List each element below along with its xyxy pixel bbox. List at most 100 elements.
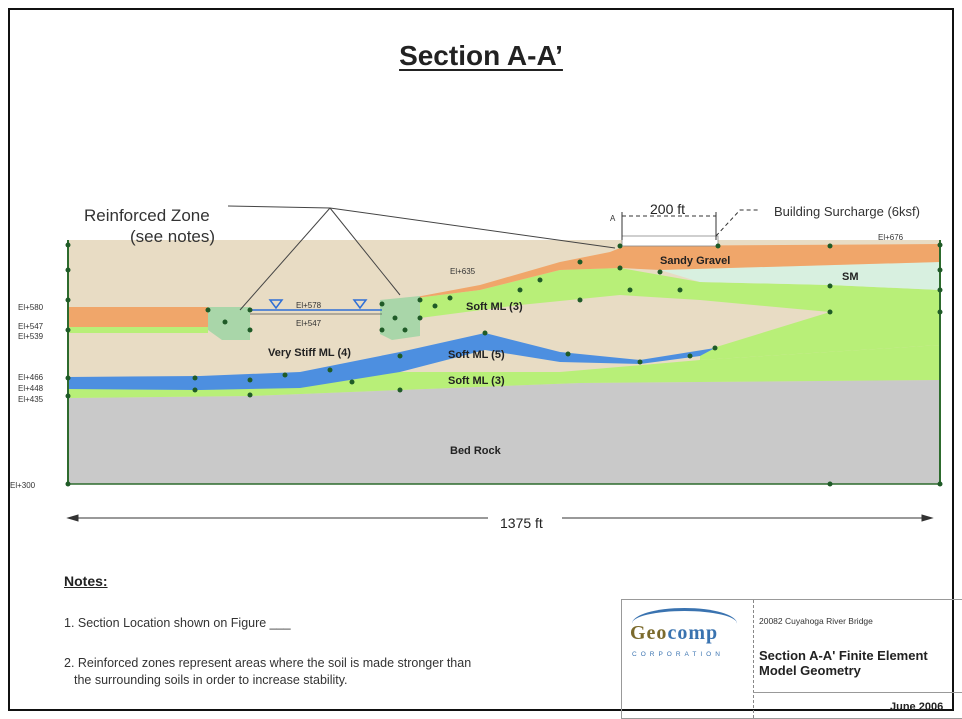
elevation-label: El+435 [18, 395, 44, 404]
node [827, 309, 833, 315]
soft-ml-top-label: Soft ML (3) [466, 301, 523, 313]
dim-1375-arrow-left [66, 514, 79, 522]
node [379, 327, 385, 333]
node [65, 393, 71, 399]
dim-1375-arrow-right [921, 514, 934, 522]
drawing-date: June 2006 [890, 701, 944, 713]
soft-ml-upper-layer [400, 268, 940, 322]
node [247, 377, 253, 383]
building-surcharge-block [621, 235, 719, 247]
elevation-label: El+539 [18, 332, 44, 341]
node [617, 265, 623, 271]
page-frame [8, 8, 954, 711]
node [937, 242, 943, 248]
elevation-label-547: El+547 [296, 319, 322, 328]
leader-line [239, 207, 331, 311]
node [617, 243, 623, 249]
node [192, 387, 198, 393]
sm-layer [660, 262, 940, 290]
elevation-label: El+448 [18, 384, 44, 393]
bedrock-layer [68, 380, 940, 484]
node [677, 287, 683, 293]
dim-200-label: 200 ft [650, 201, 685, 217]
a-mark-label: A [610, 214, 616, 223]
company-subtitle: CORPORATION [632, 651, 724, 658]
note-2-line-2: the surrounding soils in order to increa… [74, 673, 348, 687]
reinforced-zone-label: Reinforced Zone [84, 206, 210, 225]
note-2-line-1: 2. Reinforced zones represent areas wher… [64, 656, 472, 670]
drawing-title-line-1: Section A-A' Finite Element [759, 648, 928, 663]
node [937, 309, 943, 315]
project-name: 20082 Cuyahoga River Bridge [759, 616, 873, 626]
note-1: 1. Section Location shown on Figure ___ [64, 616, 291, 630]
node [417, 297, 423, 303]
diagram-labels: Reinforced Zone (see notes) 200 ft Build… [10, 201, 920, 531]
very-stiff-label: Very Stiff ML (4) [268, 347, 351, 359]
node [827, 243, 833, 249]
soft-ml-5-label: Soft ML (5) [448, 349, 505, 361]
node [417, 315, 423, 321]
elevation-label-676: El+676 [878, 233, 904, 242]
company-name-accent: comp [667, 622, 719, 644]
elevation-label-578: El+578 [296, 301, 322, 310]
node [827, 283, 833, 289]
node [687, 353, 693, 359]
node [432, 303, 438, 309]
node [937, 287, 943, 293]
node [637, 359, 643, 365]
node [222, 319, 228, 325]
node [392, 315, 398, 321]
soft-ml-5-layer [68, 333, 715, 390]
soft-ml-right-wedge [700, 312, 940, 360]
node [712, 345, 718, 351]
company-name-main: Geo [630, 622, 668, 644]
node [827, 481, 833, 487]
title-block: Geocomp CORPORATION 20082 Cuyahoga River… [621, 599, 962, 719]
page-title: Section A-A’ [399, 40, 563, 71]
reinforced-zone-left [208, 307, 250, 340]
node [282, 372, 288, 378]
node [937, 267, 943, 273]
node [537, 277, 543, 283]
building-surcharge-label: Building Surcharge (6ksf) [774, 204, 920, 219]
node [65, 267, 71, 273]
node [247, 327, 253, 333]
notes-heading: Notes: [64, 573, 108, 589]
sandy-gravel-layer [400, 244, 940, 300]
bed-rock-label: Bed Rock [450, 445, 502, 457]
node [447, 295, 453, 301]
soft-ml-left-strip [68, 327, 208, 333]
node [627, 287, 633, 293]
mesh-nodes [65, 242, 943, 487]
water-marker-right [352, 299, 368, 310]
node [937, 481, 943, 487]
elevation-label-635: El+635 [450, 267, 476, 276]
node [577, 297, 583, 303]
elevation-label: El+580 [18, 303, 44, 312]
logo-arc-icon [632, 608, 737, 639]
node [482, 330, 488, 336]
node [397, 353, 403, 359]
node [517, 287, 523, 293]
surcharge-leader [715, 209, 760, 237]
drawing-title-line-2: Model Geometry [759, 663, 861, 678]
leader-line [329, 207, 401, 296]
drawing-title: Section A-A' Finite Element Model Geomet… [759, 648, 959, 678]
dim-200ft [621, 209, 760, 240]
node [65, 375, 71, 381]
soil-layers [67, 235, 941, 485]
leader-line [227, 205, 331, 209]
leader-line [329, 207, 616, 249]
node [65, 481, 71, 487]
elevation-label: El+547 [18, 322, 44, 331]
water-marker-left [268, 299, 284, 310]
node [379, 301, 385, 307]
node [205, 307, 211, 313]
sandy-gravel-left [68, 307, 208, 327]
node [192, 375, 198, 381]
sm-label: SM [842, 271, 859, 283]
elevation-label: El+466 [18, 373, 44, 382]
node [565, 351, 571, 357]
company-name: Geocomp [630, 622, 718, 645]
